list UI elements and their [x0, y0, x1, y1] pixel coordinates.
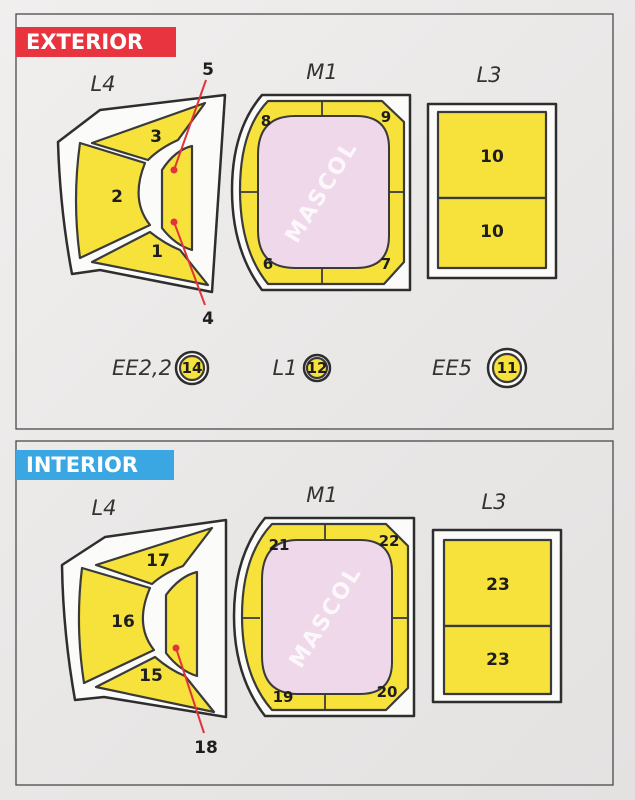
exterior-mask-label-10b: 10 [480, 222, 504, 242]
round-mask-label-11: 11 [497, 359, 518, 377]
interior-leader-18 [175, 647, 205, 734]
interior-window-opening [261, 539, 393, 695]
exterior-part-right: L3 [476, 63, 501, 87]
exterior-right-mask-group: 10 10 [426, 102, 558, 280]
exterior-leader-4 [173, 221, 206, 306]
interior-mask-label-15: 15 [139, 666, 163, 686]
exterior-mask-1 [90, 230, 210, 287]
interior-mask-label-23a: 23 [486, 575, 510, 595]
round-part-l1: L1 [272, 356, 297, 380]
exterior-mask-label-1: 1 [151, 242, 163, 262]
interior-callout-18: 18 [194, 738, 218, 758]
exterior-round-masks: EE2,2 14 L1 12 EE5 11 [112, 347, 528, 389]
interior-leader-dot-18 [172, 644, 180, 652]
exterior-mask-3 [90, 101, 207, 162]
exterior-callout-5: 5 [202, 60, 214, 80]
interior-mask-label-22: 22 [379, 532, 400, 550]
round-mask-label-14: 14 [182, 359, 203, 377]
interior-mask-label-20: 20 [377, 683, 398, 701]
exterior-mask-label-8: 8 [261, 112, 271, 130]
exterior-mask-label-7: 7 [381, 255, 391, 273]
exterior-callout-4: 4 [202, 309, 214, 329]
exterior-section: EXTERIOR L4 M1 L3 3 2 1 5 4 [15, 13, 614, 430]
exterior-mask-10-top [436, 110, 548, 200]
exterior-middle-mask-group: MASCOL 8 9 6 7 [230, 93, 412, 292]
exterior-mask-10-bottom [436, 196, 548, 270]
round-part-ee22: EE2,2 [112, 356, 172, 380]
interior-frame [15, 440, 614, 786]
exterior-mask-label-10a: 10 [480, 147, 504, 167]
round-mask-label-12: 12 [307, 359, 328, 377]
round-mask-12 [305, 356, 329, 380]
interior-part-right: L3 [481, 490, 506, 514]
interior-mask-label-21: 21 [269, 536, 290, 554]
interior-title: INTERIOR [26, 453, 138, 477]
interior-left-mask-group: 17 16 15 18 [60, 518, 228, 758]
interior-right-mask-group: 23 23 [431, 528, 563, 704]
exterior-mask-label-9: 9 [381, 108, 391, 126]
exterior-mask-label-3: 3 [150, 127, 162, 147]
round-mask-11 [491, 352, 523, 384]
interior-mask-label-16: 16 [111, 612, 135, 632]
exterior-leader-dot-4 [170, 218, 178, 226]
round-mask-14 [178, 354, 206, 382]
interior-mask-16 [77, 566, 156, 685]
exterior-mask-center-strip [160, 144, 194, 252]
exterior-part-middle: M1 [306, 60, 337, 84]
exterior-title: EXTERIOR [26, 30, 143, 54]
interior-middle-mask-group: MASCOL 21 22 19 20 [232, 516, 416, 718]
exterior-frame [15, 13, 614, 430]
round-part-ee5: EE5 [432, 356, 472, 380]
exterior-leader-5 [173, 79, 207, 171]
exterior-mask-label-2: 2 [111, 187, 123, 207]
exterior-mask-label-6: 6 [263, 255, 273, 273]
exterior-part-left: L4 [90, 72, 115, 96]
exterior-window-opening [257, 115, 390, 269]
exterior-left-mask-group: 3 2 1 5 4 [56, 60, 227, 329]
interior-mask-label-23b: 23 [486, 650, 510, 670]
interior-mask-23-bottom [442, 624, 553, 696]
interior-mask-17 [94, 526, 214, 586]
interior-tag [16, 450, 174, 480]
interior-section: INTERIOR L4 M1 L3 17 16 15 18 MA [15, 440, 614, 786]
interior-mask-label-19: 19 [273, 688, 294, 706]
exterior-tag [16, 27, 176, 57]
exterior-leader-dot-5 [170, 166, 178, 174]
interior-part-left: L4 [91, 496, 116, 520]
exterior-mask-2 [74, 141, 152, 260]
interior-mask-label-17: 17 [146, 551, 170, 571]
interior-part-middle: M1 [306, 483, 337, 507]
